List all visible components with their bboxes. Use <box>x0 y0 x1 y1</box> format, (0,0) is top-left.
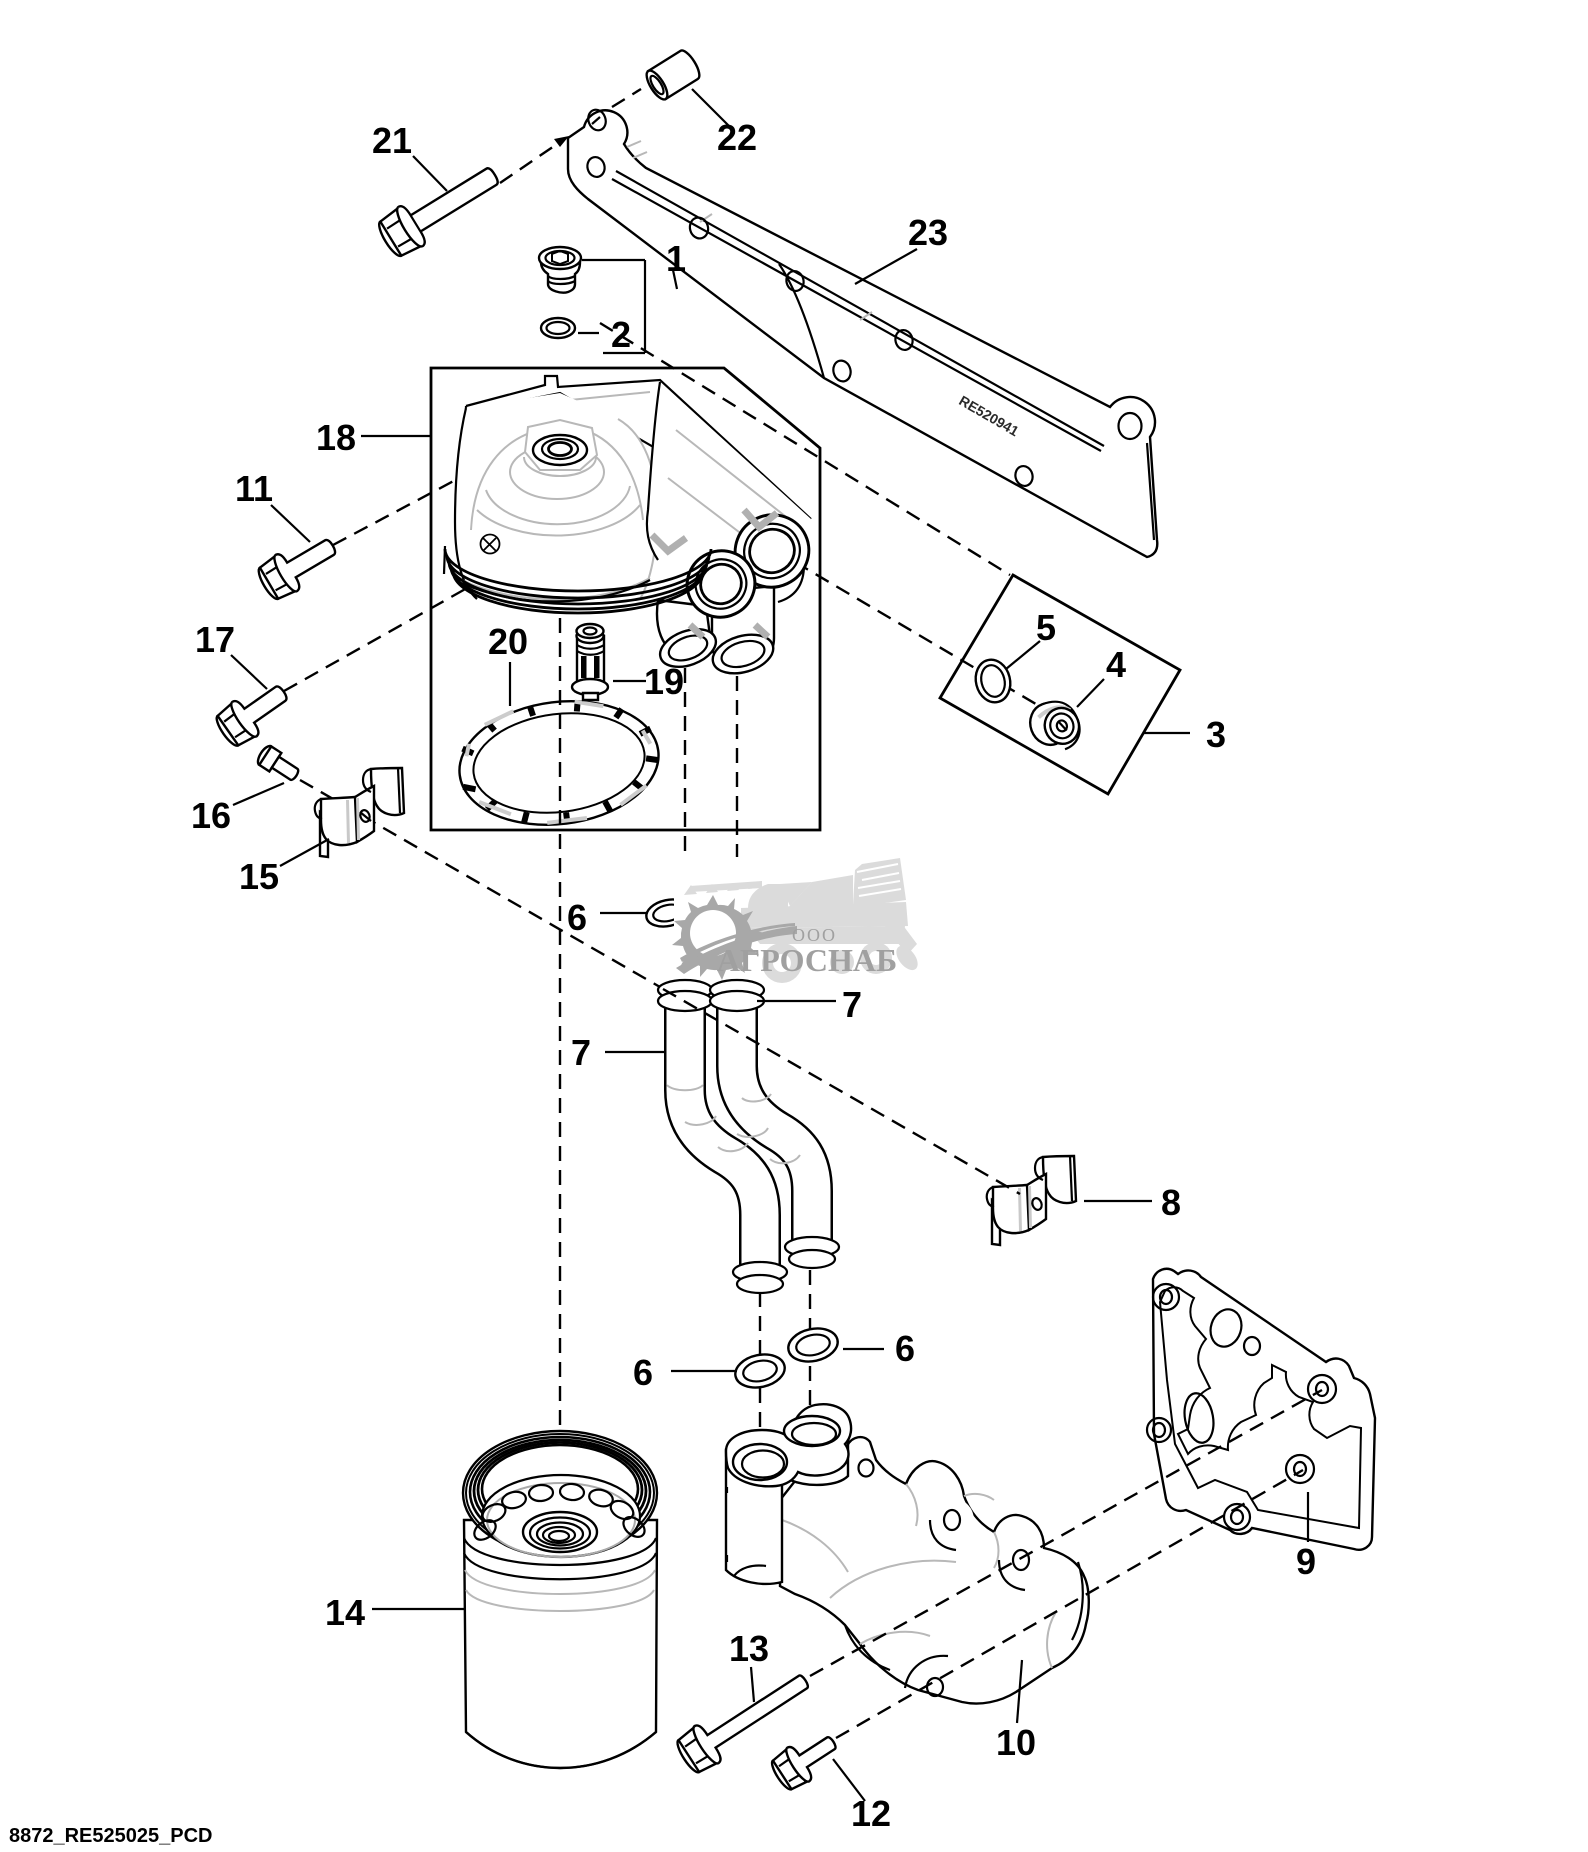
svg-text:19: 19 <box>644 661 684 702</box>
svg-text:23: 23 <box>908 212 948 253</box>
svg-text:1: 1 <box>666 238 686 279</box>
svg-text:6: 6 <box>633 1352 653 1393</box>
svg-text:21: 21 <box>372 120 412 161</box>
svg-text:7: 7 <box>842 984 862 1025</box>
svg-text:13: 13 <box>729 1628 769 1669</box>
svg-text:16: 16 <box>191 795 231 836</box>
svg-text:8: 8 <box>1161 1182 1181 1223</box>
svg-text:15: 15 <box>239 856 279 897</box>
svg-text:12: 12 <box>851 1793 891 1834</box>
svg-text:20: 20 <box>488 621 528 662</box>
svg-text:АГРОСНАБ: АГРОСНАБ <box>717 942 897 978</box>
svg-text:11: 11 <box>235 468 273 509</box>
svg-text:8872_RE525025_PCD: 8872_RE525025_PCD <box>9 1825 213 1847</box>
svg-text:5: 5 <box>1036 607 1056 648</box>
svg-text:18: 18 <box>316 417 356 458</box>
svg-text:7: 7 <box>571 1032 591 1073</box>
svg-text:10: 10 <box>996 1722 1036 1763</box>
svg-text:22: 22 <box>717 117 757 158</box>
svg-text:17: 17 <box>195 619 235 660</box>
svg-text:6: 6 <box>567 897 587 938</box>
svg-text:6: 6 <box>895 1328 915 1369</box>
svg-text:14: 14 <box>325 1592 365 1633</box>
svg-text:9: 9 <box>1296 1541 1316 1582</box>
svg-text:4: 4 <box>1106 644 1126 685</box>
svg-text:ООО: ООО <box>792 925 837 945</box>
svg-text:2: 2 <box>611 314 631 355</box>
svg-text:3: 3 <box>1206 714 1226 755</box>
